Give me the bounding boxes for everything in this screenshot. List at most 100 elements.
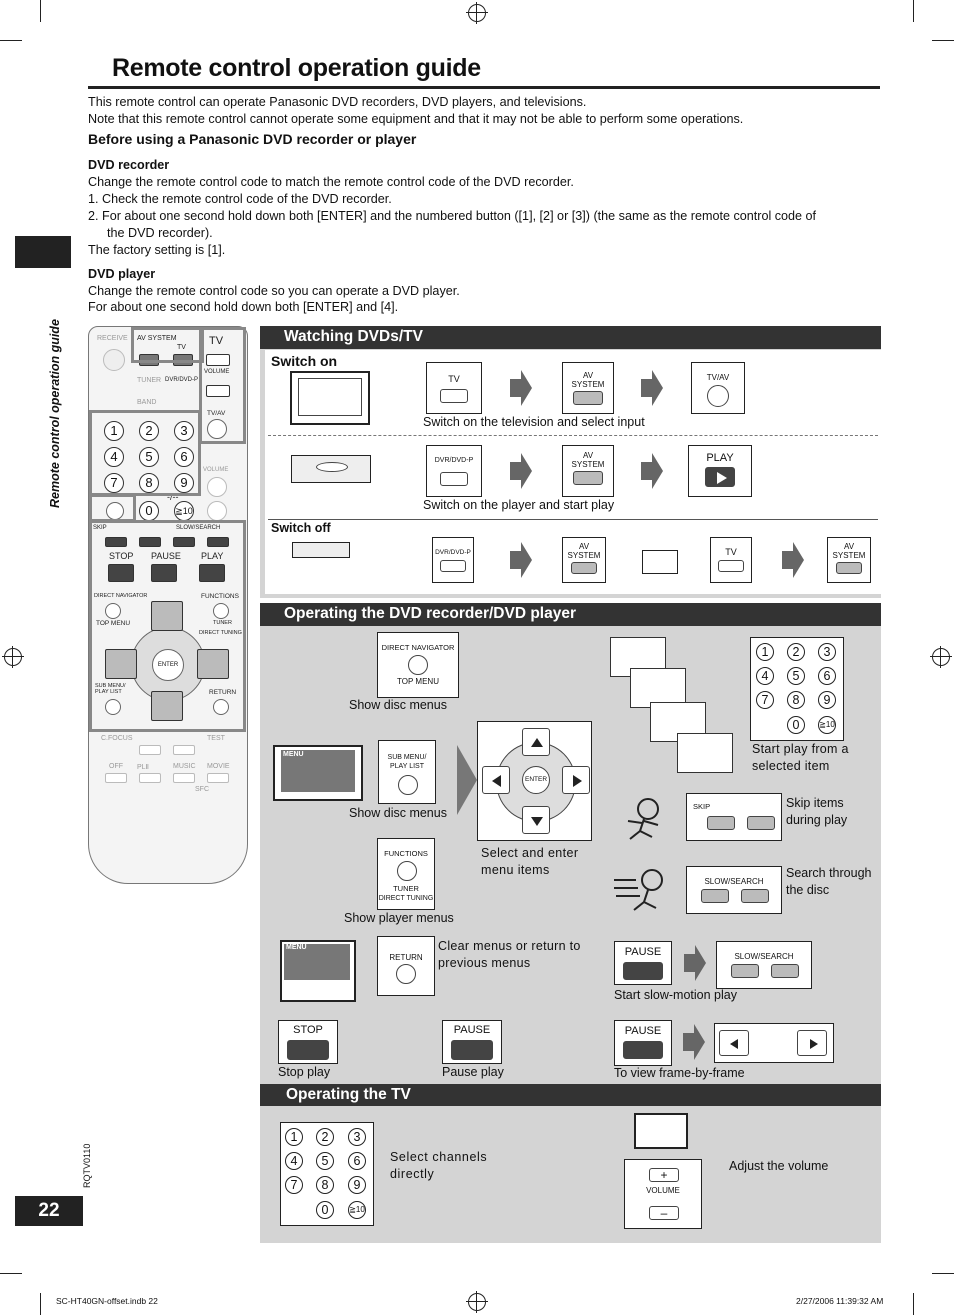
recorder-heading: DVD recorder xyxy=(88,158,170,172)
av-system-label: AV SYSTEM xyxy=(137,335,177,342)
dpad-right-button xyxy=(562,766,590,794)
side-label: Remote control operation guide xyxy=(48,319,62,508)
skip-forward-button xyxy=(139,537,161,547)
side-tab xyxy=(15,236,71,268)
page-title: Remote control operation guide xyxy=(112,54,481,82)
dpad-right-button xyxy=(197,649,229,679)
slow-search-label: SLOW/SEARCH xyxy=(176,525,221,531)
rewind-button xyxy=(173,537,195,547)
volume-down-button: – xyxy=(649,1206,679,1220)
return-label: RETURN xyxy=(389,953,423,962)
num-2: 2 xyxy=(316,1128,334,1146)
title-rule xyxy=(88,86,880,89)
down-arrow-icon xyxy=(531,817,543,826)
registration-mark-icon xyxy=(930,646,952,668)
functions-button xyxy=(397,861,417,881)
functions-label: FUNCTIONS xyxy=(201,593,239,600)
fast-forward-button xyxy=(741,889,769,903)
arrow-right-icon xyxy=(510,542,532,578)
direct-navigator-button xyxy=(408,655,428,675)
thumbnail-icon xyxy=(677,733,733,773)
fast-forward-button xyxy=(207,537,229,547)
num-6-button: 6 xyxy=(174,447,194,467)
pause-label: PAUSE xyxy=(151,551,181,561)
play-button xyxy=(705,467,735,487)
arrow-right-icon xyxy=(641,370,663,406)
volume-label: VOLUME xyxy=(646,1186,680,1195)
tv-number-pad-box: 1 2 3 4 5 6 7 8 9 0 ≧10 xyxy=(280,1122,374,1226)
av-system-off-box: AV SYSTEM xyxy=(562,537,606,583)
return-button xyxy=(213,699,229,715)
volume-up-button: + xyxy=(649,1168,679,1182)
num-4: 4 xyxy=(285,1152,303,1170)
volume-box: + VOLUME – xyxy=(624,1159,702,1229)
right-arrow-icon xyxy=(810,1039,818,1049)
menu-screen-icon: MENU xyxy=(273,745,363,801)
skip-forward-button xyxy=(747,816,775,830)
skip-back-button xyxy=(707,816,735,830)
stop-play-caption: Stop play xyxy=(278,1065,331,1079)
dvd-player-small-icon xyxy=(292,542,350,558)
fast-forward-button xyxy=(771,964,799,978)
tv-av-label: TV/AV xyxy=(706,373,730,382)
dpad-up-button xyxy=(151,601,183,631)
dpad-left-button xyxy=(105,649,137,679)
start-play-caption: Start play from a selected item xyxy=(752,742,849,773)
volume-gray-up-button xyxy=(207,477,227,497)
recorder-step-2: 2. For about one second hold down both [… xyxy=(88,209,817,223)
pause-button xyxy=(151,564,177,582)
num-9: 9 xyxy=(818,691,836,709)
num-3: 3 xyxy=(818,643,836,661)
movie-label: MOVIE xyxy=(207,763,230,770)
off-button xyxy=(105,773,127,783)
arrow-right-icon xyxy=(684,945,706,981)
volume-up-button xyxy=(206,354,230,366)
tv-label: TV xyxy=(725,547,737,557)
sub-menu-button xyxy=(398,775,418,795)
num-4-button: 4 xyxy=(104,447,124,467)
left-button xyxy=(719,1030,749,1056)
recorder-text: Change the remote control code to match … xyxy=(88,175,574,189)
skip-button-box: SKIP xyxy=(686,793,782,841)
before-heading: Before using a Panasonic DVD recorder or… xyxy=(88,131,417,147)
play-label: PLAY xyxy=(201,551,224,561)
dvr-dvd-p-label: DVR/DVD-P xyxy=(435,549,471,556)
crop-mark xyxy=(913,0,914,22)
stop-box: STOP xyxy=(278,1020,338,1064)
slow-search-label: SLOW/SEARCH xyxy=(704,877,764,886)
switch-on-tv-caption: Switch on the television and select inpu… xyxy=(423,415,645,429)
num-3: 3 xyxy=(348,1128,366,1146)
menu-screen-label: MENU xyxy=(283,751,304,758)
pause-button xyxy=(451,1040,493,1060)
slow-search-label: SLOW/SEARCH xyxy=(734,952,794,961)
registration-mark-icon xyxy=(2,646,24,668)
tuner-sub-label: TUNER xyxy=(213,620,232,626)
direct-tuning-label: DIRECT TUNING xyxy=(378,895,434,902)
search-disc-caption: Search through the disc xyxy=(786,866,872,897)
num-6: 6 xyxy=(348,1152,366,1170)
num-7-button: 7 xyxy=(104,473,124,493)
arrow-right-icon xyxy=(683,1024,705,1060)
num-0: 0 xyxy=(316,1201,334,1219)
play-list-label: PLAY LIST xyxy=(390,763,424,770)
av-system-power-button xyxy=(573,391,603,405)
dpad-down-button xyxy=(522,806,550,834)
num-8: 8 xyxy=(787,691,805,709)
tv-av-button xyxy=(707,385,729,407)
registration-mark-icon xyxy=(466,1291,488,1313)
av-system-off-box-2: AV SYSTEM xyxy=(827,537,871,583)
left-arrow-icon xyxy=(730,1039,738,1049)
tv-button-label: TV xyxy=(448,374,460,384)
num-9: 9 xyxy=(348,1176,366,1194)
stop-label: STOP xyxy=(293,1024,323,1036)
sub-menu-label: SUB MENU/ xyxy=(95,683,126,689)
clear-menus-caption: Clear menus or return to previous menus xyxy=(438,939,581,970)
watching-header: Watching DVDs/TV xyxy=(260,326,881,349)
top-menu-label: TOP MENU xyxy=(96,620,131,627)
num-1: 1 xyxy=(756,643,774,661)
show-disc-menus-caption: Show disc menus xyxy=(349,698,447,712)
volume-down-button xyxy=(206,385,230,397)
av-system-label: AV SYSTEM xyxy=(571,451,605,469)
arrow-right-icon xyxy=(782,542,804,578)
sub-menu-button xyxy=(105,699,121,715)
